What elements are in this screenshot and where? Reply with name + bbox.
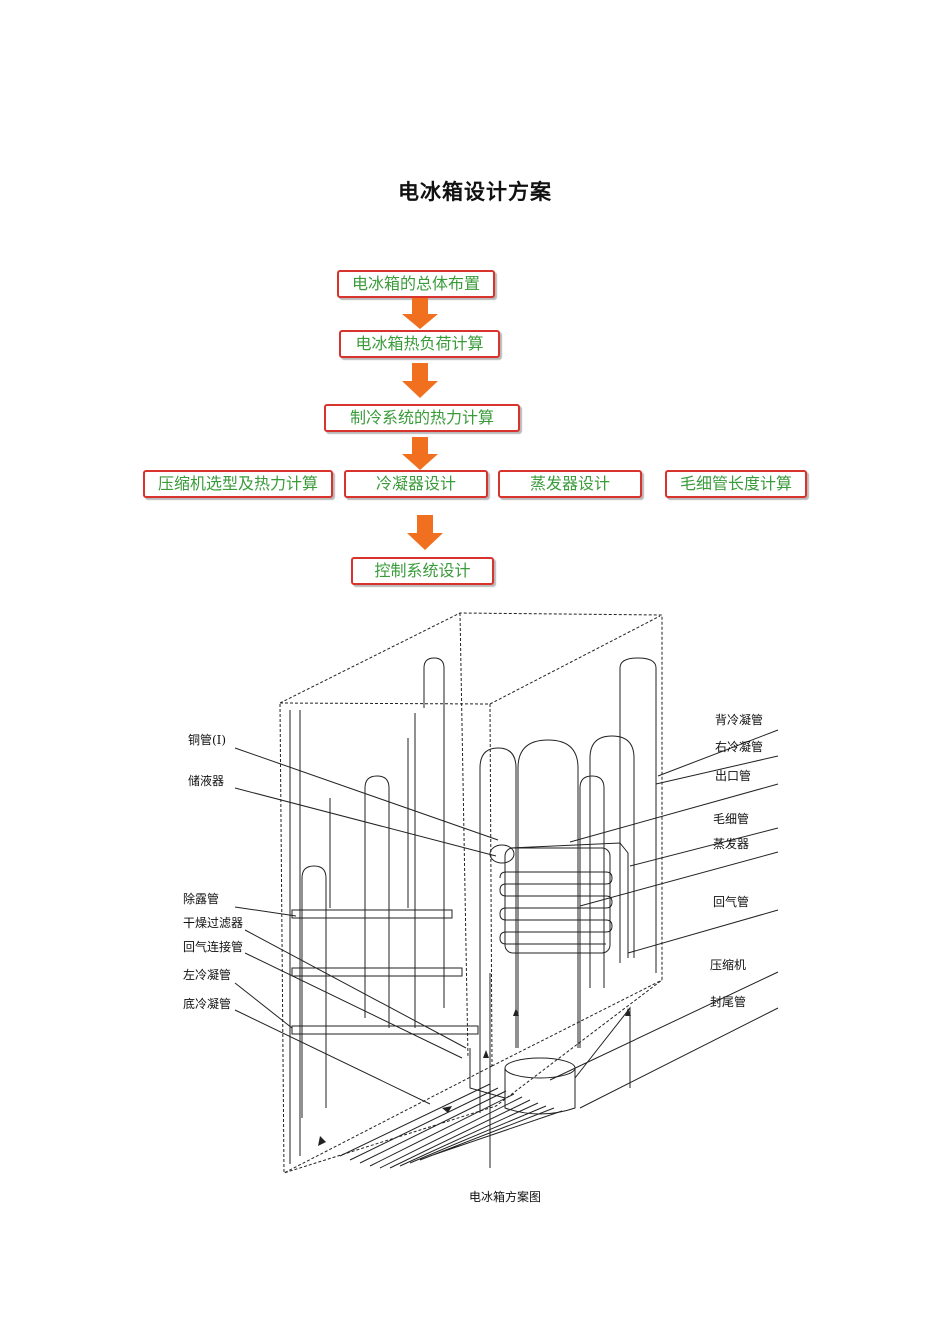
label-evaporator: 蒸发器	[713, 836, 749, 851]
label-right-condenser: 右冷凝管	[715, 739, 763, 754]
flow-step-heat-load: 电冰箱热负荷计算	[339, 330, 500, 358]
flow-step-overall-layout: 电冰箱的总体布置	[337, 270, 495, 298]
figure-caption: 电冰箱方案图	[468, 1190, 541, 1204]
flow-arrow-down-1	[402, 298, 438, 329]
flow-step-control-system: 控制系统设计	[351, 557, 494, 585]
label-return-connector: 回气连接管	[183, 939, 243, 954]
label-capillary-tube: 毛细管	[713, 811, 749, 826]
label-dryer-filter: 干燥过滤器	[183, 916, 243, 930]
label-bottom-condenser: 底冷凝管	[183, 996, 231, 1011]
flow-branch-capillary: 毛细管长度计算	[665, 470, 807, 498]
label-left-condenser: 左冷凝管	[183, 967, 231, 982]
label-sealing-pipe: 封尾管	[710, 994, 746, 1009]
flow-arrow-down-2	[402, 363, 438, 398]
flow-branch-evaporator: 蒸发器设计	[498, 470, 642, 498]
page-title: 电冰箱设计方案	[398, 179, 552, 204]
label-compressor: 压缩机	[710, 957, 746, 972]
refrigerator-schematic: 铜管(I) 储液器 除露管 干燥过滤器 回气连接管 左冷凝管 底冷凝管 背冷凝管…	[183, 612, 779, 1174]
flow-branch-condenser: 冷凝器设计	[344, 470, 488, 498]
label-anti-dew-pipe: 除露管	[183, 891, 219, 906]
label-accumulator: 储液器	[188, 773, 224, 788]
flow-arrow-down-3	[402, 437, 438, 470]
label-return-pipe: 回气管	[713, 894, 749, 909]
flow-branch-compressor: 压缩机选型及热力计算	[143, 470, 333, 498]
flow-arrow-down-4	[407, 515, 443, 550]
flow-step-refrigeration-calc: 制冷系统的热力计算	[324, 404, 520, 432]
label-copper-tube: 铜管(I)	[188, 732, 226, 747]
label-outlet-pipe: 出口管	[715, 768, 751, 783]
label-back-condenser: 背冷凝管	[715, 712, 763, 727]
